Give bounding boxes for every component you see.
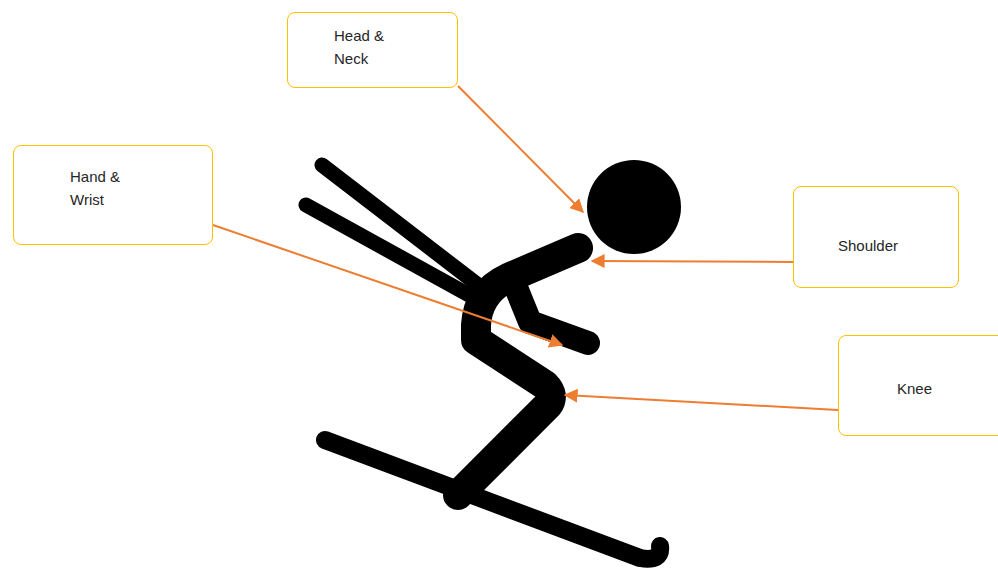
skier-head bbox=[587, 160, 681, 254]
leader-line bbox=[458, 86, 583, 212]
callout-label: Shoulder bbox=[838, 234, 948, 257]
leader-line bbox=[565, 395, 838, 410]
skier-figure bbox=[306, 160, 681, 559]
callout-label: Hand & Wrist bbox=[70, 165, 132, 211]
leader-lines bbox=[213, 86, 838, 410]
leader-line bbox=[213, 225, 562, 345]
callout-box: Shoulder bbox=[793, 186, 959, 288]
callout-box: Knee bbox=[838, 335, 998, 436]
skier-arm bbox=[515, 285, 588, 343]
callout-label: Head & Neck bbox=[334, 24, 394, 70]
ski bbox=[325, 440, 660, 559]
callout-box: Hand & Wrist bbox=[13, 145, 213, 245]
leader-line bbox=[592, 261, 793, 262]
callout-label: Knee bbox=[897, 377, 987, 400]
callout-box: Head & Neck bbox=[287, 12, 458, 88]
